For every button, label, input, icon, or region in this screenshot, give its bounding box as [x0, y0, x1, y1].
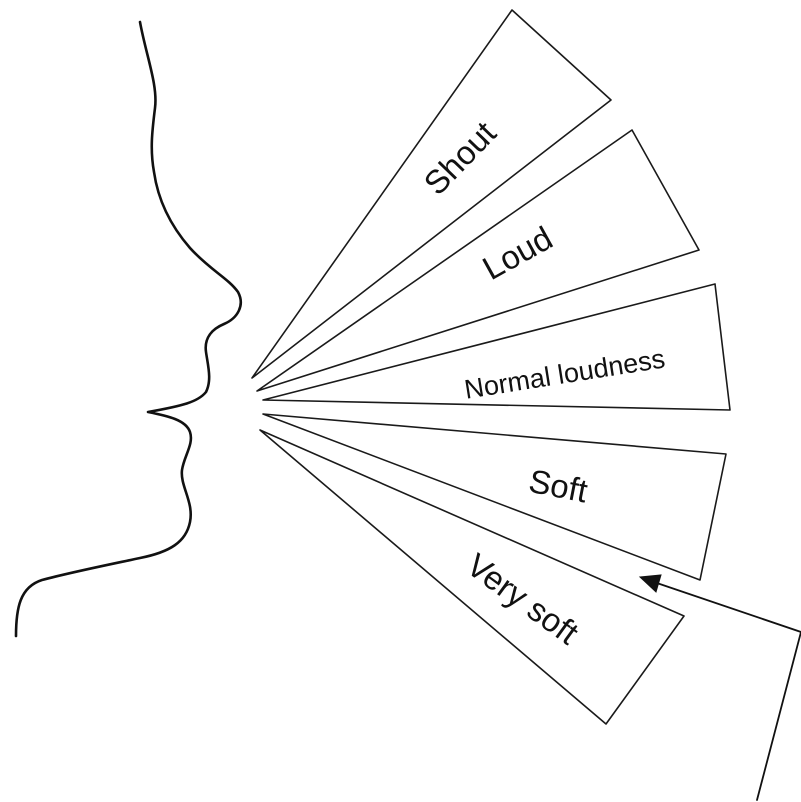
face-profile	[16, 22, 241, 636]
pointer-arrowhead-icon	[640, 575, 661, 592]
